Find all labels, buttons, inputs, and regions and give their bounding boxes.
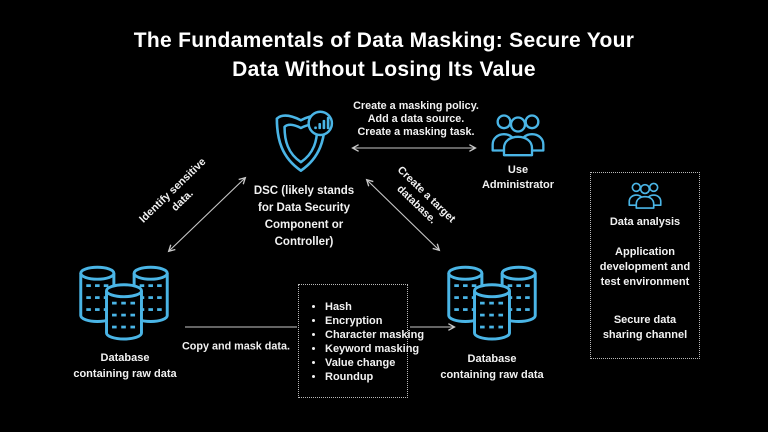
target-database-label-line: containing raw data — [440, 369, 544, 381]
page-title: The Fundamentals of Data Masking: Secure… — [0, 26, 768, 84]
masking-methods-box: Hash Encryption Character masking Keywor… — [298, 284, 424, 398]
masking-method-item: Hash — [325, 300, 403, 314]
dsc-caption-line: Controller) — [274, 236, 334, 248]
edge-label-identify-sensitive-data: Identify sensitive data. — [137, 155, 209, 226]
target-database-icon — [446, 262, 538, 347]
masking-method-item: Value change — [325, 356, 403, 370]
dsc-caption: DSC (likely stands for Data Security Com… — [233, 183, 375, 251]
user-group-icon — [491, 114, 545, 157]
use-case-secure-sharing: Secure data sharing channel — [602, 314, 688, 341]
administrator-label-line: Administrator — [481, 179, 555, 191]
administrator-label: Use Administrator — [468, 163, 568, 193]
masking-method-item: Character masking — [325, 328, 424, 342]
masking-method-item: Keyword masking — [325, 342, 419, 356]
edge-label-create-target-database: Create a target database. — [394, 164, 458, 226]
step-create-task: Create a masking task. — [357, 126, 475, 138]
use-case-app-dev-test: Application development and test environ… — [599, 246, 691, 288]
title-line-2: Data Without Losing Its Value — [232, 58, 536, 81]
shield-analytics-icon — [275, 110, 334, 172]
user-group-icon — [628, 182, 662, 209]
administrator-users-icon — [486, 113, 550, 160]
target-database-label: Database containing raw data — [430, 351, 554, 383]
masking-method-item: Roundup — [325, 370, 403, 384]
masking-policy-steps: Create a masking policy. Add a data sour… — [336, 100, 496, 139]
source-database-label: Database containing raw data — [63, 350, 187, 382]
masking-method-item: Encryption — [325, 314, 403, 328]
use-cases-panel: Data analysis Application development an… — [590, 172, 700, 359]
use-case-data-analysis: Data analysis — [609, 216, 681, 228]
masking-methods-list: Hash Encryption Character masking Keywor… — [309, 300, 424, 384]
administrator-label-line: Use — [507, 164, 529, 176]
dsc-caption-line: for Data Security — [257, 202, 351, 214]
source-database-icon — [78, 262, 170, 347]
sidebar-users-icon — [591, 182, 699, 211]
step-create-policy: Create a masking policy. — [353, 100, 479, 112]
dsc-caption-line: DSC (likely stands — [253, 185, 355, 197]
edge-label-copy-and-mask-data: Copy and mask data. — [181, 340, 290, 353]
database-cluster-icon — [447, 265, 537, 341]
target-database-label-line: Database — [467, 353, 517, 365]
dsc-shield-icon — [273, 110, 335, 177]
source-database-label-line: containing raw data — [73, 368, 177, 380]
database-cluster-icon — [79, 265, 169, 341]
dsc-caption-line: Component or — [264, 219, 344, 231]
title-line-1: The Fundamentals of Data Masking: Secure… — [133, 29, 635, 52]
step-add-source: Add a data source. — [367, 113, 465, 125]
source-database-label-line: Database — [100, 352, 150, 364]
